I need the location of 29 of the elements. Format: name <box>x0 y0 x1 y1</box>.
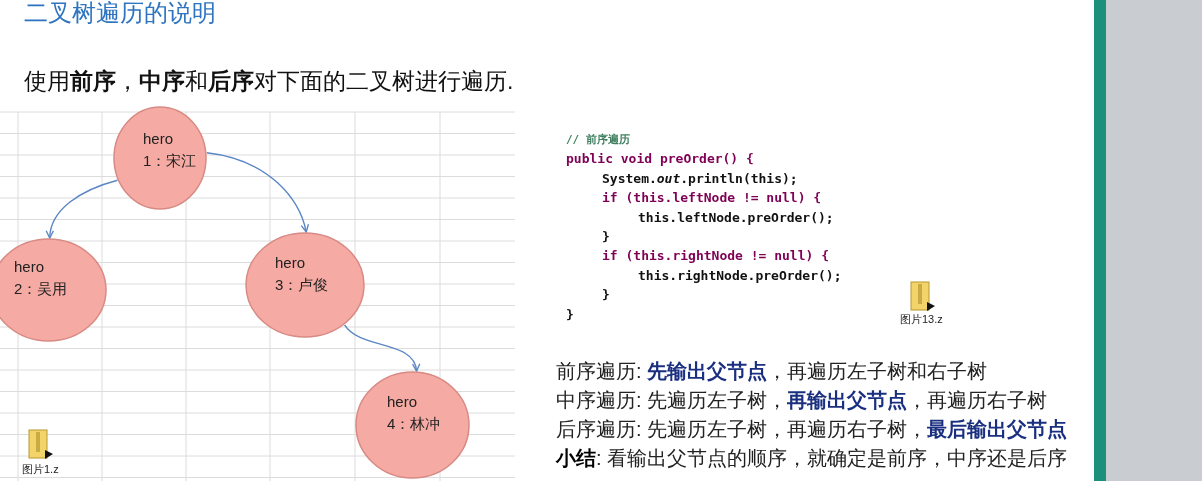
node-heading: hero <box>387 392 418 412</box>
arrow <box>206 152 309 233</box>
summary-text: 小结: 看输出父节点的顺序，就确定是前序，中序还是后序 <box>556 446 1068 471</box>
code-line: if (this.leftNode != null) { <box>602 189 822 208</box>
code-line: this.leftNode.preOrder(); <box>638 208 834 227</box>
file-label: 图片1.z <box>22 462 59 477</box>
intro-text: 使用前序，中序和后序对下面的二叉树进行遍历. <box>24 67 514 96</box>
traversal-description: 后序遍历: 先遍历左子树，再遍历右子树，最后输出父节点 <box>556 417 1068 442</box>
code-line: System.out.println(this); <box>602 169 798 188</box>
node-label: 3：卢俊 <box>275 275 329 295</box>
arrow <box>46 179 119 239</box>
code-line: } <box>566 305 574 324</box>
node-label: 1：宋江 <box>143 151 197 171</box>
node-label: 4：林冲 <box>387 414 441 434</box>
arrow <box>343 324 420 372</box>
code-line: this.rightNode.preOrder(); <box>638 266 842 285</box>
code-line: } <box>602 286 610 305</box>
traversal-description: 中序遍历: 先遍历左子树，再输出父节点，再遍历右子树 <box>556 388 1048 413</box>
code-comment: // 前序遍历 <box>566 132 630 148</box>
title: 二叉树遍历的说明 <box>24 0 216 26</box>
code-line: if (this.rightNode != null) { <box>602 247 829 266</box>
node-heading: hero <box>143 129 174 149</box>
node-label: 2：吴用 <box>14 279 68 299</box>
node-heading: hero <box>275 253 306 273</box>
traversal-description: 前序遍历: 先输出父节点，再遍历左子树和右子树 <box>556 359 988 384</box>
node-heading: hero <box>14 257 45 277</box>
file-label: 图片13.z <box>900 312 943 327</box>
code-line: } <box>602 228 610 246</box>
code-line: public void preOrder() { <box>566 150 754 169</box>
